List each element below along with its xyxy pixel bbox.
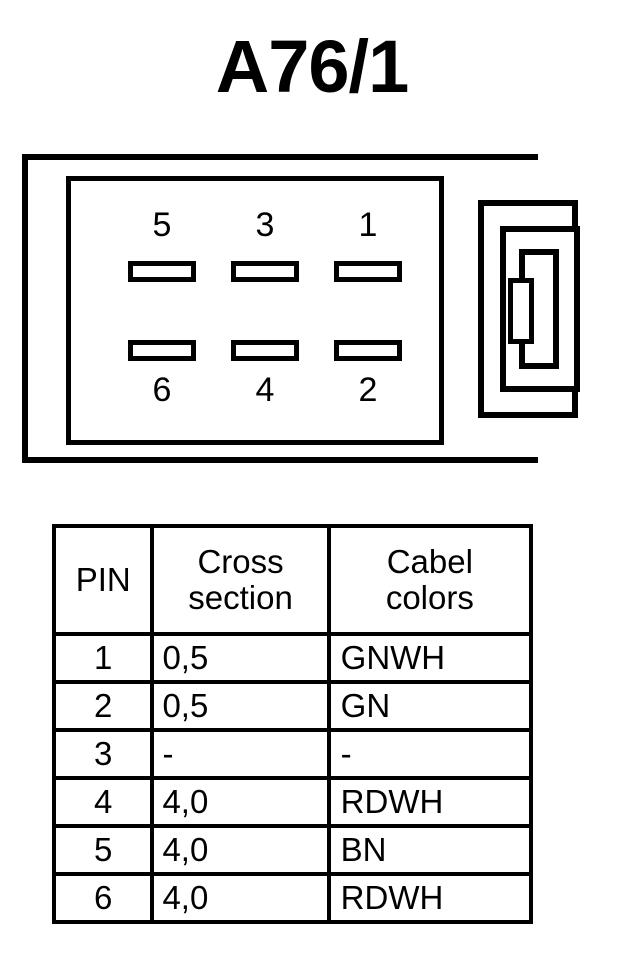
pin-label-1: 1 bbox=[358, 206, 378, 244]
pin-assignment-table: PIN Cross section Cabel colors 1 0,5 GNW… bbox=[51, 524, 534, 924]
table-header-row: PIN Cross section Cabel colors bbox=[51, 524, 534, 636]
pin-label-4: 4 bbox=[255, 371, 275, 409]
cell-cabel-colors: - bbox=[326, 728, 534, 780]
column-header-cabel-colors-line1: Cabel bbox=[386, 543, 473, 580]
table-row: 3 - - bbox=[51, 728, 534, 780]
cell-cross-section: 4,0 bbox=[150, 776, 331, 828]
cell-cabel-colors: GN bbox=[326, 680, 534, 732]
pin-slot-3 bbox=[231, 261, 299, 282]
pin-slot-1 bbox=[334, 261, 402, 282]
pin-label-3: 3 bbox=[255, 206, 275, 244]
table-row: 2 0,5 GN bbox=[51, 680, 534, 732]
pin-label-2: 2 bbox=[358, 371, 378, 409]
pin-label-5: 5 bbox=[152, 206, 172, 244]
table-row: 6 4,0 RDWH bbox=[51, 872, 534, 924]
column-header-pin: PIN bbox=[51, 524, 155, 636]
cell-cabel-colors: RDWH bbox=[326, 872, 534, 924]
pin-slot-5 bbox=[128, 261, 196, 282]
pin-label-6: 6 bbox=[152, 371, 172, 409]
pin-slot-4 bbox=[231, 340, 299, 361]
cell-cabel-colors: RDWH bbox=[326, 776, 534, 828]
cell-cabel-colors: BN bbox=[326, 824, 534, 876]
column-header-cross-section-line2: section bbox=[188, 579, 293, 616]
column-header-cross-section-line1: Cross bbox=[197, 543, 284, 580]
table-row: 1 0,5 GNWH bbox=[51, 632, 534, 684]
connector-inner-cavity bbox=[66, 176, 444, 445]
cell-pin: 5 bbox=[51, 824, 155, 876]
page-title: A76/1 bbox=[215, 25, 409, 108]
table-body: 1 0,5 GNWH 2 0,5 GN 3 - - 4 4,0 RDWH 5 4… bbox=[51, 632, 534, 924]
latch-mask-left bbox=[450, 160, 478, 457]
pin-slot-6 bbox=[128, 340, 196, 361]
table-row: 4 4,0 RDWH bbox=[51, 776, 534, 828]
cell-cross-section: 0,5 bbox=[150, 680, 331, 732]
connector-diagram: 5 3 1 6 4 2 bbox=[0, 145, 624, 475]
cell-pin: 1 bbox=[51, 632, 155, 684]
cell-pin: 6 bbox=[51, 872, 155, 924]
table-row: 5 4,0 BN bbox=[51, 824, 534, 876]
column-header-cabel-colors-line2: colors bbox=[385, 579, 474, 616]
latch-inner-pocket bbox=[508, 278, 534, 344]
latch-gap-right bbox=[532, 160, 544, 184]
cell-cabel-colors: GNWH bbox=[326, 632, 534, 684]
cell-pin: 3 bbox=[51, 728, 155, 780]
column-header-cabel-colors: Cabel colors bbox=[326, 524, 534, 636]
cell-cross-section: - bbox=[150, 728, 331, 780]
pin-slot-2 bbox=[334, 340, 402, 361]
column-header-cross-section: Cross section bbox=[150, 524, 331, 636]
cell-pin: 2 bbox=[51, 680, 155, 732]
cell-cross-section: 4,0 bbox=[150, 824, 331, 876]
cell-cross-section: 0,5 bbox=[150, 632, 331, 684]
cell-cross-section: 4,0 bbox=[150, 872, 331, 924]
cell-pin: 4 bbox=[51, 776, 155, 828]
table-header: PIN Cross section Cabel colors bbox=[51, 524, 534, 636]
latch-gap-right-lower bbox=[532, 433, 544, 457]
